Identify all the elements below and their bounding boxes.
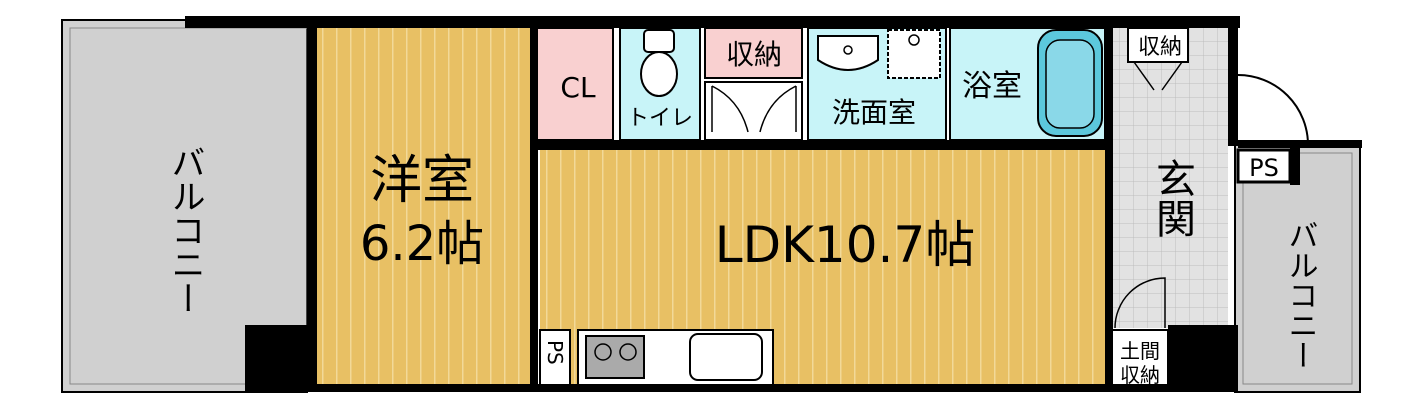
washroom-label: 洗面室	[832, 96, 916, 129]
western-room	[315, 28, 530, 384]
storage-upper-label: 収納	[726, 38, 782, 71]
toilet-room	[619, 27, 701, 141]
washroom	[807, 27, 947, 141]
balcony-right-label: バルコニー	[1283, 220, 1318, 370]
western-room-size: 6.2帖	[360, 216, 484, 272]
closet-label: CL	[560, 71, 596, 104]
bathroom-label: 浴室	[962, 69, 1022, 104]
sink-icon	[689, 333, 763, 381]
toilet-label: トイレ	[627, 106, 693, 131]
doma-storage-label-2: 収納	[1120, 363, 1160, 387]
toilet-tank-icon	[643, 29, 675, 53]
wash-basin-icon	[817, 35, 879, 71]
balcony-right	[1234, 144, 1361, 393]
entrance-door-swing	[1114, 277, 1166, 329]
front-door-swing	[1237, 74, 1309, 146]
storage-upper-area	[704, 27, 803, 141]
entrance-area	[1110, 27, 1228, 329]
balcony-left-label: バルコニー	[165, 145, 205, 315]
storage-entrance-label: 収納	[1138, 35, 1182, 60]
doma-storage-label-1: 土間	[1120, 339, 1160, 363]
outer-wall-top	[185, 16, 1240, 28]
bathroom	[949, 27, 1106, 141]
washing-machine-icon	[887, 29, 941, 79]
closet-area	[532, 27, 614, 141]
gas-stove-icon	[585, 335, 645, 379]
ps-kitchen-label: PS	[543, 340, 567, 365]
walls	[245, 16, 1362, 392]
western-room-label: 洋室	[370, 151, 474, 211]
ps-right-label: PS	[1249, 154, 1279, 182]
ldk-label: LDK10.7帖	[715, 216, 975, 274]
entrance-label: 玄関	[1149, 158, 1195, 238]
ps-right-box	[1236, 148, 1292, 184]
toilet-bowl-icon	[640, 51, 678, 97]
kitchen-counter	[577, 329, 774, 387]
